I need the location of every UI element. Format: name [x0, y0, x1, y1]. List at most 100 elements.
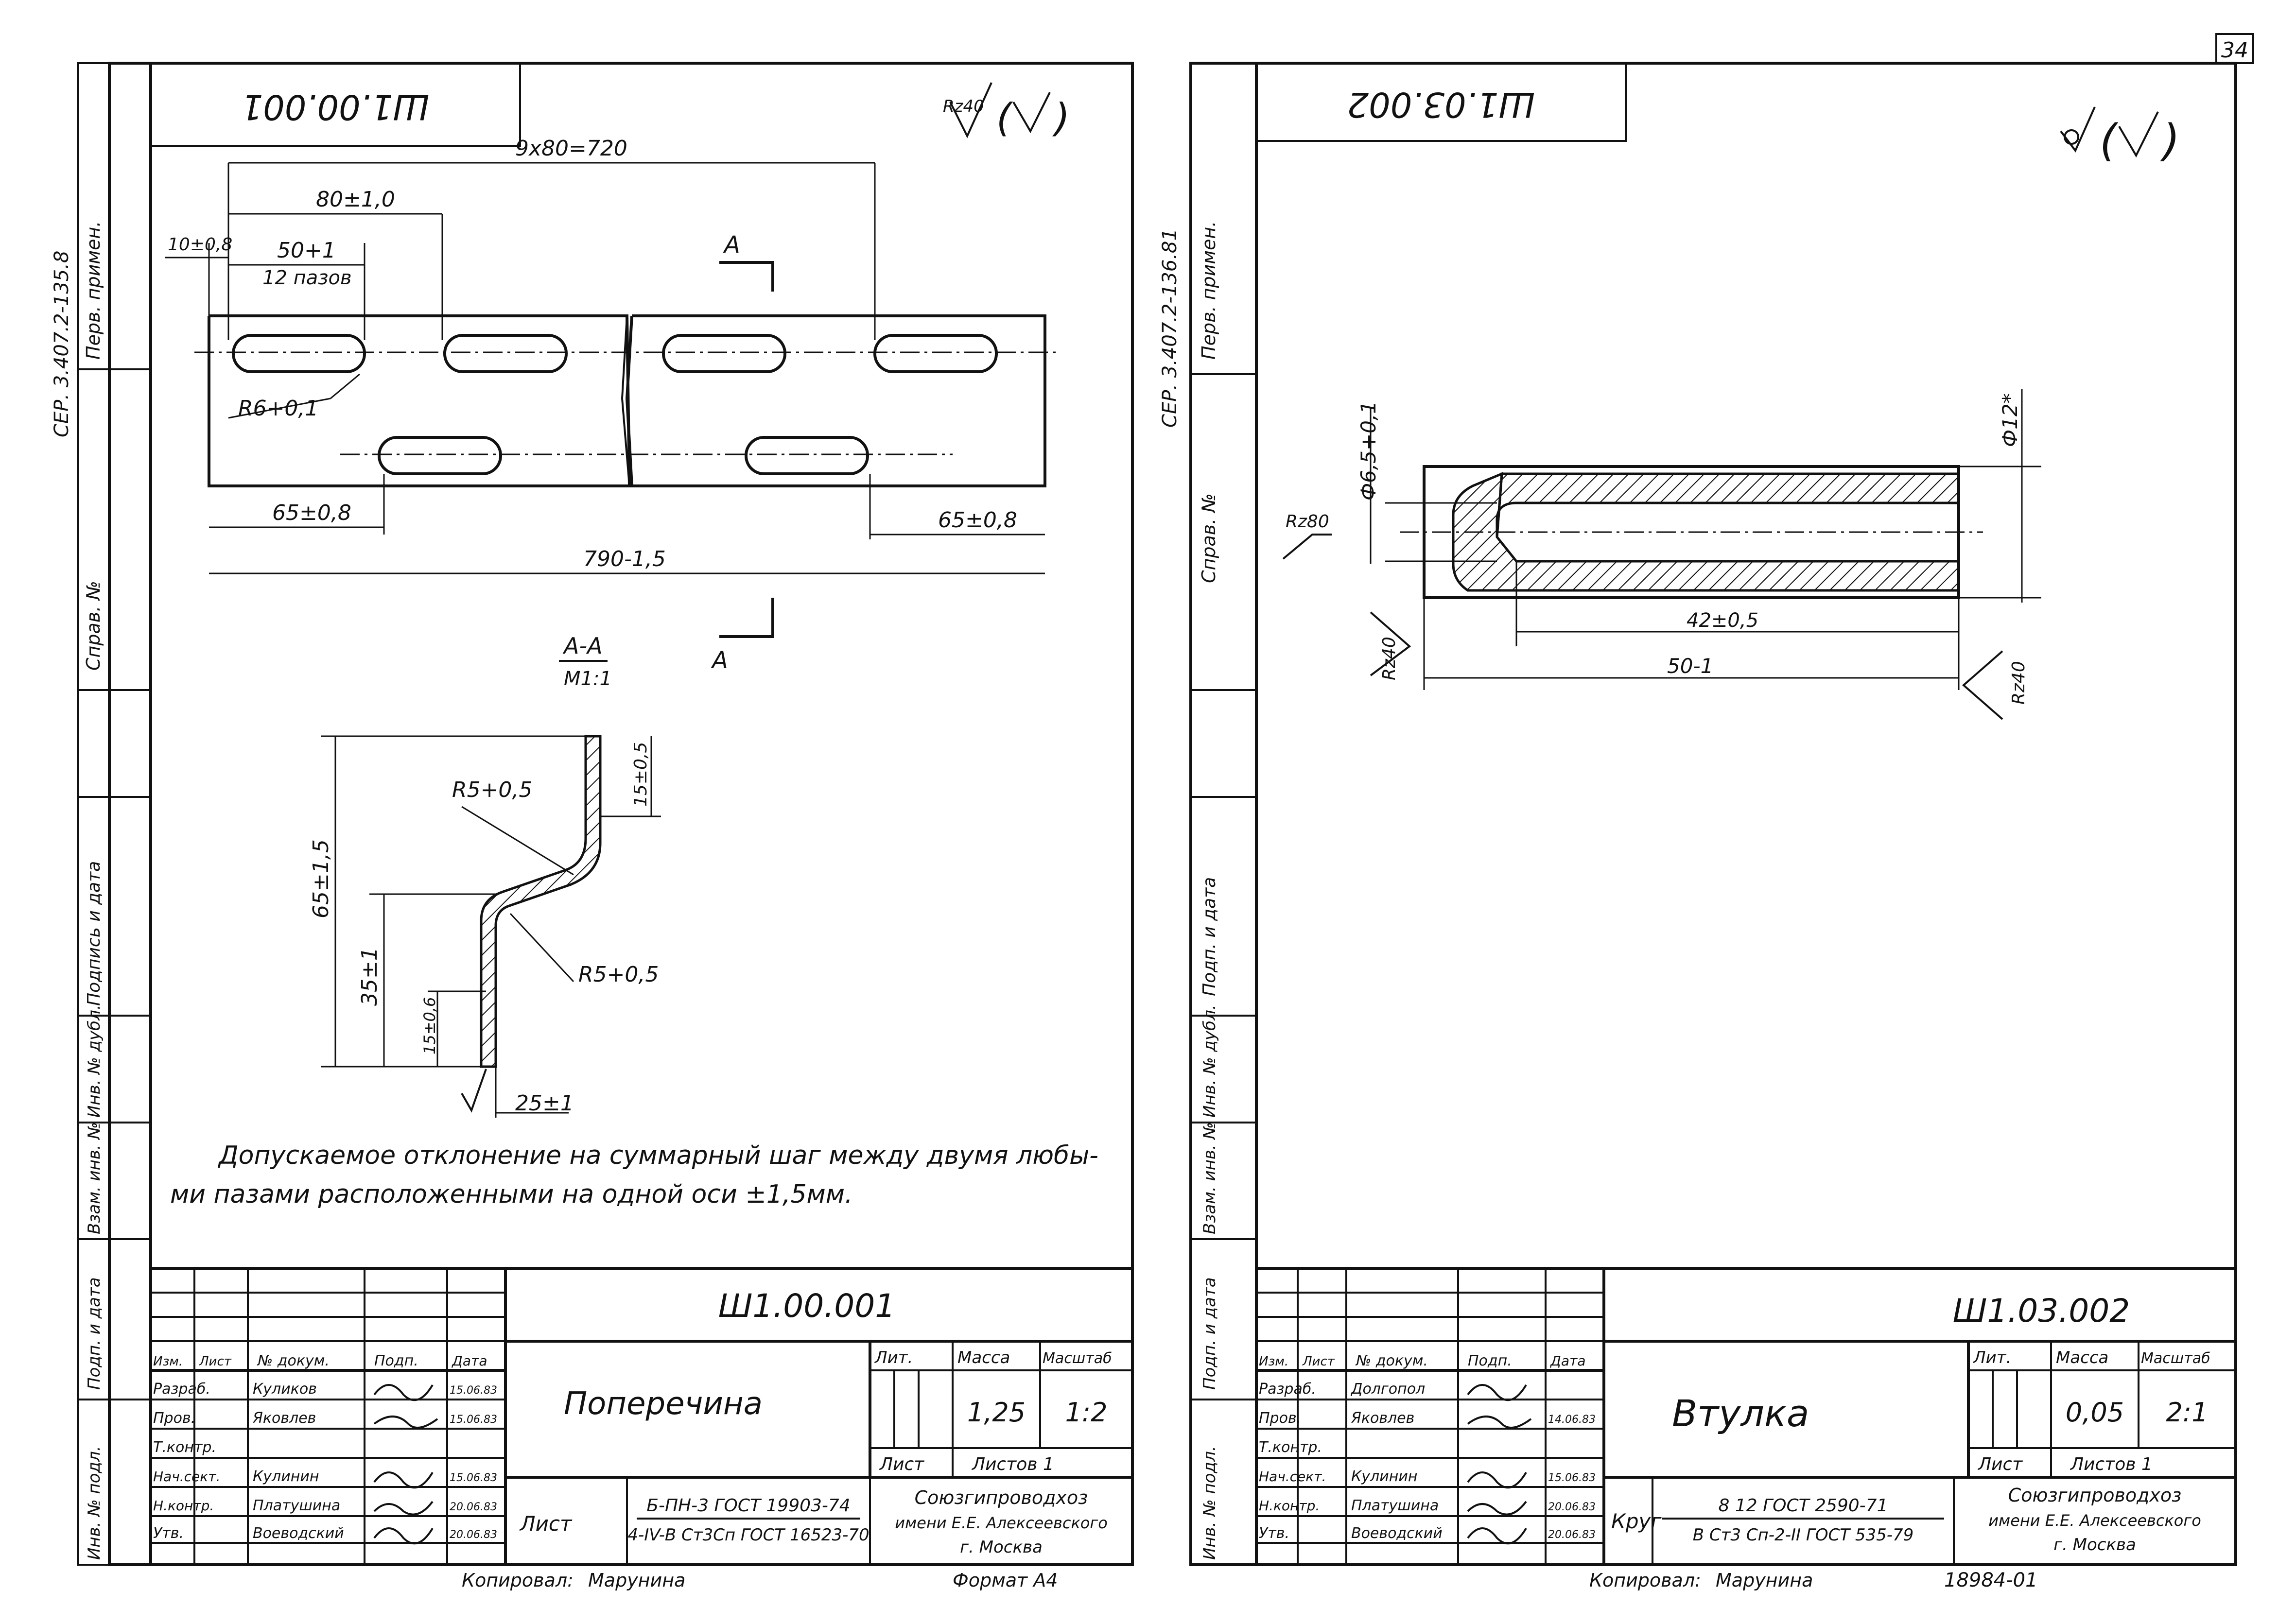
left-copied-label: Копировал:	[462, 1570, 574, 1591]
tb-mass-label: Масса	[957, 1348, 1010, 1367]
right-ref-no: Справ. №	[1198, 493, 1219, 583]
dim-edge-left: 65±0,8	[272, 501, 351, 525]
tb-org-line2: имени Е.Е. Алексеевского	[895, 1514, 1108, 1532]
left-sign-date2: Подп. и дата	[85, 1277, 104, 1390]
right-replaced-inv: Взам. инв. №	[1200, 1122, 1219, 1234]
left-replaced-inv: Взам. инв. №	[85, 1122, 104, 1234]
dim-edge-right: 65±0,8	[938, 508, 1017, 533]
left-copied-name: Марунина	[588, 1570, 685, 1591]
section-title: А-А	[562, 633, 603, 659]
slot	[443, 334, 568, 373]
tb-header-izm: Изм.	[1259, 1354, 1288, 1369]
tb-name: Втулка	[1672, 1392, 1809, 1435]
tb-header-sign: Подп.	[374, 1352, 418, 1369]
left-section-profile: 65±1,5 35±1 15±0,5 15±0,6 25±1 R5+0,5 R5…	[309, 735, 661, 1118]
tb-sheets-label: Листов 1	[971, 1454, 1054, 1474]
dim-height-top: 15±0,5	[631, 742, 651, 807]
tb-role-date: 20.06.83	[1548, 1501, 1596, 1513]
dim-height-total: 65±1,5	[309, 839, 333, 918]
signature	[373, 1527, 434, 1545]
tb-role-name: Яковлев	[1351, 1410, 1414, 1427]
dim-length: 790-1,5	[583, 547, 666, 571]
dim-height-low: 35±1	[357, 947, 382, 1006]
tb-role-date: 15.06.83	[450, 1384, 497, 1397]
right-side-stamp: СЕР. 3.407.2-136.81 Перв. примен. Справ.…	[1159, 62, 1257, 1566]
tb-role: Утв.	[153, 1525, 184, 1542]
signature	[1467, 1501, 1527, 1516]
dim-pitch: 80±1,0	[316, 187, 395, 212]
signature	[373, 1416, 438, 1429]
signature	[1467, 1471, 1527, 1489]
tb-mass: 1,25	[967, 1397, 1026, 1428]
signature	[1467, 1527, 1527, 1545]
dim-start: 10±0,8	[168, 235, 232, 255]
slot	[873, 334, 998, 373]
tb-scale-label: Масштаб	[1043, 1350, 1112, 1367]
left-title-block: Ш1.00.001 Поперечина Лит. Масса Масштаб …	[149, 1267, 1134, 1566]
tb-material-line2: В Ст3 Сп-2-II ГОСТ 535-79	[1693, 1525, 1914, 1545]
right-inv-dup: Инв. № дубл.	[1200, 1004, 1219, 1118]
tb-header-list: Лист	[199, 1354, 232, 1369]
tb-role-name: Яковлев	[252, 1410, 316, 1427]
dim-rz40-left: Rz40	[1379, 637, 1399, 680]
right-code-stamp-box	[1255, 62, 1627, 142]
tb-material-prefix: Круг	[1611, 1509, 1662, 1533]
tb-header-date: Дата	[451, 1353, 487, 1369]
tb-material-line1: Б-ПН-3 ГОСТ 19903-74	[646, 1496, 850, 1516]
tb-scale-label: Масштаб	[2141, 1350, 2210, 1367]
tb-role-date: 20.06.83	[450, 1501, 497, 1513]
left-roughness-mark: Rz40 ( )	[943, 82, 1070, 140]
slot	[378, 436, 502, 475]
tb-header-list: Лист	[1302, 1354, 1335, 1369]
section-mark-bottom: А	[711, 647, 728, 674]
dim-slot-count: 12 пазов	[262, 267, 352, 289]
tb-role-date: 20.06.83	[450, 1529, 497, 1541]
tb-mass-label: Масса	[2056, 1348, 2108, 1367]
slot	[745, 436, 869, 475]
tb-material-line2: 4-IV-В Ст3Сп ГОСТ 16523-70	[627, 1525, 869, 1545]
right-title-block: Ш1.03.002 Втулка Лит. Масса Масштаб 0,05…	[1255, 1267, 2237, 1566]
right-first-use: Перв. примен.	[1198, 221, 1219, 360]
tb-role: Пров.	[153, 1410, 195, 1427]
tb-role-date: 15.06.83	[450, 1472, 497, 1484]
svg-text:(: (	[996, 95, 1013, 140]
signature	[1467, 1416, 1532, 1429]
tb-role: Н.контр.	[1259, 1498, 1320, 1514]
tb-code: Ш1.03.002	[1953, 1292, 2130, 1330]
right-code-stamp: Ш1.03.002	[1347, 85, 1535, 124]
dim-height-slot: 15±0,6	[420, 997, 439, 1054]
tb-code: Ш1.00.001	[718, 1287, 895, 1325]
right-copied-label: Копировал:	[1589, 1570, 1701, 1591]
tb-role: Утв.	[1259, 1525, 1289, 1542]
left-plan-view: 9х80=720 80±1,0 10±0,8 50+1 12 пазов R6+…	[165, 136, 1060, 674]
svg-text:(: (	[2100, 115, 2119, 166]
tb-role: Пров.	[1259, 1410, 1301, 1427]
dim-radius-bottom: R5+0,5	[578, 962, 659, 987]
note-line-1: Допускаемое отклонение на суммарный шаг …	[218, 1141, 1098, 1170]
tb-role-name: Кулинин	[1351, 1468, 1417, 1485]
tb-lit-label: Лит.	[1972, 1348, 2011, 1367]
tb-role-name: Кулинин	[253, 1468, 319, 1485]
left-sheet: СЕР. 3.407.2-135.8 Перв. примен. Справ. …	[51, 62, 1134, 1591]
tb-role: Н.контр.	[153, 1498, 214, 1514]
left-first-use: Перв. примен.	[83, 221, 104, 360]
left-inv-dup: Инв. № дубл.	[85, 1004, 104, 1118]
tb-header-doc: № докум.	[257, 1352, 330, 1369]
tb-role: Нач.сект.	[153, 1469, 220, 1485]
tb-org-line3: г. Москва	[2053, 1535, 2136, 1555]
tb-role-date: 15.06.83	[1548, 1472, 1596, 1484]
tb-org-line1: Союзгипроводхоз	[2008, 1485, 2182, 1506]
tb-org-line2: имени Е.Е. Алексеевского	[1988, 1511, 2201, 1530]
right-inv-orig: Инв. № подл.	[1200, 1446, 1219, 1560]
tb-role-name: Долгопол	[1350, 1381, 1425, 1398]
right-roughness-mark: ( )	[2060, 106, 2180, 166]
tb-sheet-label: Лист	[879, 1454, 924, 1474]
tb-header-doc: № докум.	[1355, 1352, 1428, 1369]
left-code-stamp-box	[150, 62, 521, 147]
tb-role: Нач.сект.	[1259, 1469, 1326, 1485]
dim-total-pitch: 9х80=720	[515, 136, 627, 161]
signature	[373, 1384, 434, 1401]
tb-material-prefix: Лист	[519, 1512, 573, 1536]
tb-header-sign: Подп.	[1468, 1352, 1512, 1369]
